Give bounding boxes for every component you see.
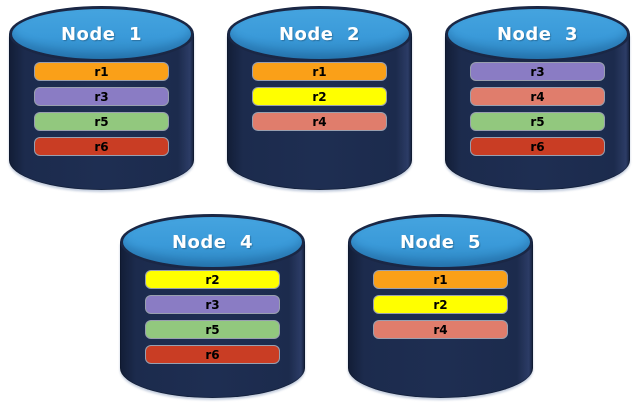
replica-label: r5 — [530, 114, 545, 129]
replica-label: r5 — [94, 114, 109, 129]
database-node-5: Node 5 r1 r2 r4 — [348, 214, 533, 398]
replica-label: r1 — [94, 64, 109, 79]
database-node-2: Node 2 r1 r2 r4 — [227, 6, 412, 190]
replica-label: r3 — [530, 64, 545, 79]
replica-bar-r4: r4 — [374, 321, 507, 338]
node-title: Node 5 — [399, 231, 482, 253]
database-node-4: Node 4 r2 r3 r5 r6 — [120, 214, 305, 398]
replica-label: r2 — [312, 89, 327, 104]
replica-label: r3 — [94, 89, 109, 104]
replica-bar-r5: r5 — [471, 113, 604, 130]
replica-bar-r3: r3 — [146, 296, 279, 313]
replica-bar-r5: r5 — [146, 321, 279, 338]
replica-label: r5 — [205, 322, 220, 337]
replica-label: r3 — [205, 297, 220, 312]
replica-bar-r5: r5 — [35, 113, 168, 130]
replica-label: r6 — [94, 139, 109, 154]
replica-list: r1 r2 r4 — [253, 63, 386, 138]
node-title: Node 4 — [171, 231, 254, 253]
cylinder-top: Node 1 — [9, 6, 194, 62]
cylinder-top: Node 3 — [445, 6, 630, 62]
database-node-1: Node 1 r1 r3 r5 r6 — [9, 6, 194, 190]
node-title: Node 2 — [278, 23, 361, 45]
replica-label: r2 — [433, 297, 448, 312]
replica-bar-r6: r6 — [35, 138, 168, 155]
replica-bar-r1: r1 — [253, 63, 386, 80]
replica-label: r1 — [433, 272, 448, 287]
replica-label: r4 — [312, 114, 327, 129]
replica-label: r4 — [530, 89, 545, 104]
replica-bar-r3: r3 — [35, 88, 168, 105]
replica-label: r2 — [205, 272, 220, 287]
replica-bar-r6: r6 — [471, 138, 604, 155]
replica-label: r4 — [433, 322, 448, 337]
replica-bar-r6: r6 — [146, 346, 279, 363]
database-node-3: Node 3 r3 r4 r5 r6 — [445, 6, 630, 190]
replica-list: r3 r4 r5 r6 — [471, 63, 604, 163]
cylinder-top: Node 2 — [227, 6, 412, 62]
replica-bar-r1: r1 — [374, 271, 507, 288]
node-title: Node 3 — [496, 23, 579, 45]
node-title: Node 1 — [60, 23, 143, 45]
replica-bar-r3: r3 — [471, 63, 604, 80]
replica-bar-r4: r4 — [253, 113, 386, 130]
replica-bar-r2: r2 — [374, 296, 507, 313]
replica-bar-r1: r1 — [35, 63, 168, 80]
replica-bar-r2: r2 — [253, 88, 386, 105]
cylinder-top: Node 5 — [348, 214, 533, 270]
replica-label: r6 — [530, 139, 545, 154]
replica-list: r1 r2 r4 — [374, 271, 507, 346]
cylinder-top: Node 4 — [120, 214, 305, 270]
replica-bar-r4: r4 — [471, 88, 604, 105]
replica-label: r6 — [205, 347, 220, 362]
replica-list: r2 r3 r5 r6 — [146, 271, 279, 371]
replica-list: r1 r3 r5 r6 — [35, 63, 168, 163]
replica-bar-r2: r2 — [146, 271, 279, 288]
replica-label: r1 — [312, 64, 327, 79]
